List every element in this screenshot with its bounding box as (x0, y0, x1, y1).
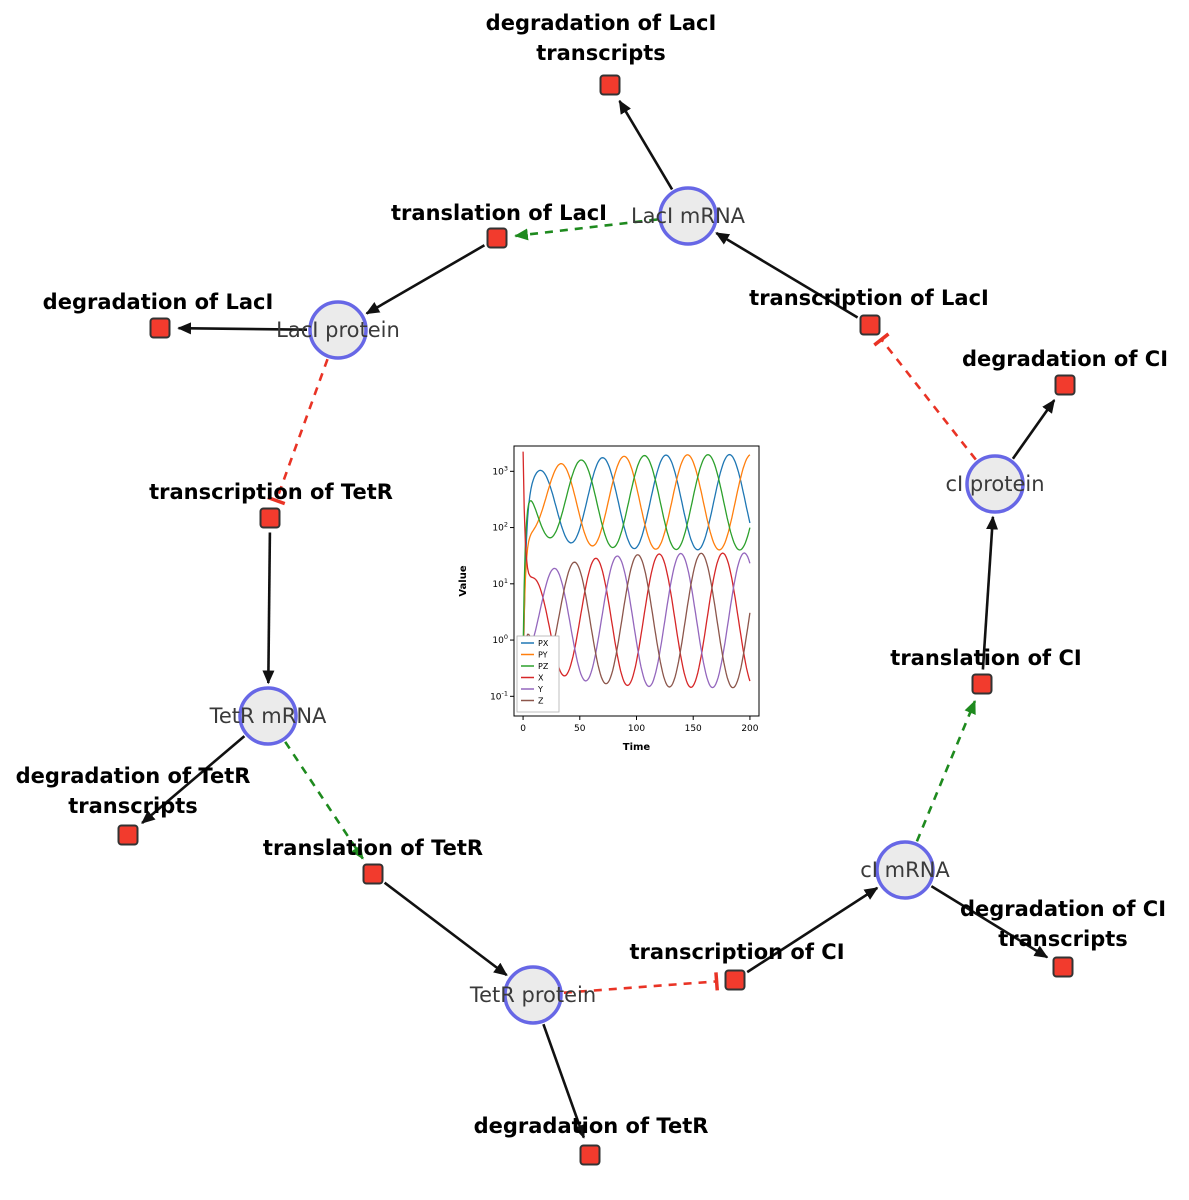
x-tick-label: 0 (520, 724, 526, 734)
legend-label-X: X (538, 674, 544, 683)
series-line-PY (522, 454, 751, 674)
reaction-node--transcription-cI[interactable] (724, 969, 746, 991)
edge-modifier--tetR-mRNA--translation-tetR (284, 741, 364, 860)
x-tick-label: 200 (741, 724, 758, 734)
edge-modifier--lacI-mRNA--translation-lacI (514, 218, 658, 241)
edge-consumption--tetR-protein--deg-tetR (542, 1023, 586, 1139)
legend-label-Z: Z (538, 697, 544, 706)
series-line-Z (522, 552, 751, 697)
series-line-PZ (522, 454, 751, 652)
reaction-node--deg-cI-transcripts[interactable] (1052, 956, 1074, 978)
edge-consumption--cI-protein--deg-cI (1011, 399, 1056, 460)
reaction-node--transcription-lacI[interactable] (859, 314, 881, 336)
species-node--cI-mRNA[interactable] (875, 840, 935, 900)
x-axis-label: Time (623, 742, 651, 753)
reaction-node--deg-tetR[interactable] (579, 1144, 601, 1166)
legend-label-PZ: PZ (538, 662, 549, 671)
species-node--tetR-mRNA[interactable] (238, 686, 298, 746)
legend-label-PX: PX (538, 639, 549, 648)
edge-production--transcription-tetR--tetR-mRNA (262, 532, 275, 685)
reaction-node--deg-cI[interactable] (1054, 374, 1076, 396)
nodes-group (117, 74, 1076, 1166)
edge-production--transcription-cI--cI-mRNA (746, 886, 879, 974)
edge-consumption--lacI-protein--deg-lacI (177, 322, 308, 335)
edge-inhibition--tetR-protein--transcription-cI (563, 972, 720, 994)
x-tick-label: 100 (628, 724, 645, 734)
reaction-node--deg-lacI-transcripts[interactable] (599, 74, 621, 96)
series-line-Y (522, 552, 751, 697)
reaction-node--deg-lacI[interactable] (149, 317, 171, 339)
species-node--lacI-protein[interactable] (308, 300, 368, 360)
chart-legend-box (516, 635, 560, 713)
y-tick-label: 103 (492, 464, 508, 477)
reaction-node--translation-cI[interactable] (971, 673, 993, 695)
edge-production--translation-lacI--lacI-protein (365, 244, 486, 315)
edge-modifier--cI-mRNA--translation-cI (915, 699, 977, 842)
reaction-node--translation-lacI[interactable] (486, 227, 508, 249)
edge-inhibition--lacI-protein--transcription-tetR (267, 358, 329, 506)
series-line-PX (522, 453, 751, 697)
x-tick-label: 50 (574, 724, 586, 734)
reaction-node--translation-tetR[interactable] (362, 863, 384, 885)
edge-inhibition--cI-protein--transcription-lacI (873, 332, 977, 461)
reaction-node--transcription-tetR[interactable] (259, 507, 281, 529)
y-tick-label: 101 (492, 577, 508, 590)
y-axis-label: Value (458, 565, 469, 596)
y-tick-label: 100 (492, 633, 508, 646)
species-node--lacI-mRNA[interactable] (658, 186, 718, 246)
edge-production--translation-cI--cI-protein (981, 515, 999, 670)
y-tick-label: 102 (492, 521, 508, 534)
edge-consumption--cI-mRNA--deg-cI-transcripts (930, 885, 1049, 959)
edge-consumption--tetR-mRNA--deg-tetR-transcripts (141, 735, 246, 824)
edge-consumption--lacI-mRNA--deg-lacI-transcripts (618, 99, 674, 191)
species-node--cI-protein[interactable] (965, 454, 1025, 514)
edge-production--transcription-lacI--lacI-mRNA (715, 231, 859, 319)
species-node--tetR-protein[interactable] (503, 965, 563, 1025)
legend-label-Y: Y (537, 685, 543, 694)
edge-production--translation-tetR--tetR-protein (383, 881, 508, 977)
legend-label-PY: PY (538, 651, 548, 660)
reaction-node--deg-tetR-transcripts[interactable] (117, 824, 139, 846)
y-tick-label: 10-1 (490, 689, 508, 702)
x-tick-label: 150 (685, 724, 702, 734)
edges-group (141, 99, 1056, 1139)
